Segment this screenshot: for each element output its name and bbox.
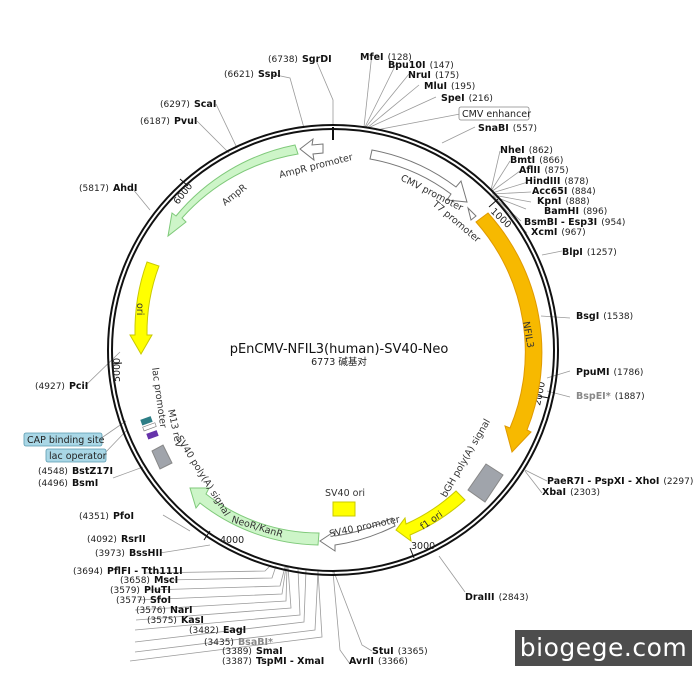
site-sgrdi[interactable]: (6738)SgrDI <box>268 54 332 65</box>
site-bstz17i[interactable]: (4548)BstZ17I <box>38 466 113 477</box>
sv40-polya-box[interactable] <box>151 444 173 470</box>
site-mlui[interactable]: MluI(195) <box>424 81 475 92</box>
cmv-enhancer-label: CMV enhancer <box>458 106 531 121</box>
site-bspei[interactable]: BspEI*(1887) <box>576 391 645 402</box>
site-acc65i[interactable]: Acc65I(884) <box>532 186 596 197</box>
site-bsshii[interactable]: (3973)BssHII <box>95 548 163 559</box>
site-kpni[interactable]: KpnI(888) <box>537 196 590 207</box>
svg-text:CMV enhancer: CMV enhancer <box>462 109 531 120</box>
site-bsabi[interactable]: (3435)BsaBI* <box>204 637 273 648</box>
tick-label: 4000 <box>220 535 244 546</box>
site-nrui[interactable]: NruI(175) <box>408 70 459 81</box>
ampr-promoter-arrow[interactable] <box>299 137 324 162</box>
site-bsmi[interactable]: (4496)BsmI <box>38 478 98 489</box>
plasmid-size: 6773 碱基对 <box>311 356 367 368</box>
ori-arrow[interactable] <box>129 261 160 355</box>
lac-operator-label: lac operator <box>45 448 107 463</box>
feature-label: NFIL3 <box>520 321 535 349</box>
sv40-ori-box[interactable] <box>332 501 356 517</box>
site-msci[interactable]: (3658)MscI <box>120 575 178 586</box>
cap-binding-marker[interactable] <box>140 416 153 426</box>
plasmid-title: pEnCMV-NFIL3(human)-SV40-Neo <box>230 342 449 357</box>
site-pflfi[interactable]: (3694)PflFI - Tth111I <box>73 566 183 577</box>
nfil3-arrow[interactable] <box>475 212 543 453</box>
site-bamhi[interactable]: BamHI(896) <box>544 206 607 217</box>
site-blpi[interactable]: BlpI(1257) <box>562 247 617 258</box>
site-draiii[interactable]: DraIII(2843) <box>465 592 529 603</box>
tick-label: 3000 <box>411 541 435 552</box>
site-pfoi[interactable]: (4351)PfoI <box>79 511 134 522</box>
site-bsmbi[interactable]: BsmBI - Esp3I(954) <box>524 217 625 228</box>
bgh-polya-box[interactable] <box>467 463 504 503</box>
ampr-arrow[interactable] <box>167 144 299 238</box>
site-rsrii[interactable]: (4092)RsrII <box>87 534 146 545</box>
f1-ori-arrow[interactable] <box>395 490 466 543</box>
site-ppumi[interactable]: PpuMI(1786) <box>576 367 643 378</box>
neor-kanr-arrow[interactable] <box>189 487 320 546</box>
site-eagi[interactable]: (3482)EagI <box>189 625 246 636</box>
site-nari[interactable]: (3576)NarI <box>136 605 193 616</box>
feature-label: lac promoter <box>149 367 168 429</box>
site-snabi[interactable]: SnaBI(557) <box>478 123 537 134</box>
site-sfoi[interactable]: (3577)SfoI <box>116 595 171 606</box>
site-kasi[interactable]: (3575)KasI <box>147 615 204 626</box>
site-ahdi[interactable]: (5817)AhdI <box>79 183 137 194</box>
site-xbai[interactable]: XbaI(2303) <box>542 487 600 498</box>
feature-label: AmpR <box>220 182 249 208</box>
site-xcmi[interactable]: XcmI(967) <box>531 227 586 238</box>
feature-label: M13 rev <box>165 408 184 448</box>
site-aflii[interactable]: AflII(875) <box>519 165 569 176</box>
site-paer7i[interactable]: PaeR7I - PspXI - XhoI(2297) <box>547 476 693 487</box>
tick-label: 5000 <box>112 358 123 382</box>
backbone-outer <box>107 124 559 576</box>
lac-promoter-marker[interactable] <box>142 422 157 432</box>
site-hindiii[interactable]: HindIII(878) <box>525 176 589 187</box>
leader-lines <box>84 52 571 665</box>
site-stui[interactable]: StuI(3365) <box>372 646 428 657</box>
restriction-site-labels: (6738)SgrDI (6621)SspI (6297)ScaI (6187)… <box>35 52 693 667</box>
feature-label: AmpR promoter <box>278 152 354 181</box>
site-bmti[interactable]: BmtI(866) <box>510 155 563 166</box>
t7-promoter-arrow[interactable] <box>467 206 477 221</box>
site-pcii[interactable]: (4927)PciI <box>35 381 88 392</box>
site-nhei[interactable]: NheI(862) <box>500 145 553 156</box>
watermark-banner: biogege.com <box>515 630 692 666</box>
site-scai[interactable]: (6297)ScaI <box>160 99 216 110</box>
site-smai[interactable]: (3389)SmaI <box>222 646 283 657</box>
site-spei[interactable]: SpeI(216) <box>441 93 493 104</box>
site-avrii[interactable]: AvrII(3366) <box>349 656 408 667</box>
site-tspmi[interactable]: (3387)TspMI - XmaI <box>222 656 324 667</box>
position-ticks <box>111 178 550 559</box>
lac-operator-marker[interactable] <box>146 430 159 440</box>
site-mfei[interactable]: MfeI(128) <box>360 52 412 63</box>
site-bsgi[interactable]: BsgI(1538) <box>576 311 633 322</box>
site-pluti[interactable]: (3579)PluTI <box>110 585 171 596</box>
site-sspi[interactable]: (6621)SspI <box>224 69 281 80</box>
svg-text:lac operator: lac operator <box>49 451 107 462</box>
site-pvui[interactable]: (6187)PvuI <box>140 116 197 127</box>
sv40-promoter-arrow[interactable] <box>319 517 396 552</box>
feature-label: ori <box>134 303 145 315</box>
cap-binding-site-label: CAP binding site <box>23 432 105 447</box>
site-bpu10i[interactable]: Bpu10I(147) <box>388 60 454 71</box>
feature-label: SV40 ori <box>325 488 365 499</box>
svg-text:CAP binding site: CAP binding site <box>27 435 105 446</box>
cmv-promoter-arrow[interactable] <box>369 149 468 203</box>
